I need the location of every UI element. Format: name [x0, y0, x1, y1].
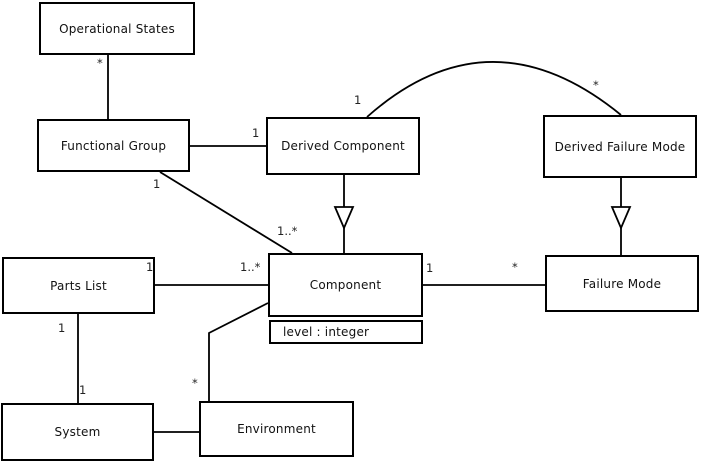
class-parts-list: Parts List: [2, 257, 155, 314]
generalization-derived-failure-mode-failure-mode: [610, 178, 632, 255]
class-label: Functional Group: [60, 138, 167, 153]
class-label: Operational States: [59, 21, 175, 36]
multiplicity-arc-derived-failure-mode-end: *: [593, 78, 599, 92]
attribute-label: level : integer: [283, 325, 370, 339]
association-arc-derived-component-derived-failure-mode: [366, 61, 622, 118]
class-label: Parts List: [50, 278, 107, 293]
class-component-attributes: level : integer: [269, 320, 423, 344]
class-label: System: [54, 425, 101, 439]
class-label: Failure Mode: [582, 276, 662, 291]
generalization-triangle-icon: [610, 206, 632, 231]
multiplicity-derived-component-end: 1: [252, 126, 260, 140]
class-label: Component: [309, 278, 382, 292]
class-label: Environment: [237, 422, 316, 436]
class-derived-component: Derived Component: [266, 117, 420, 175]
multiplicity-parts-list-bottom: 1: [58, 321, 66, 335]
generalization-triangle-icon: [333, 206, 355, 231]
class-environment: Environment: [199, 401, 354, 457]
multiplicity-operational-states: *: [97, 56, 103, 70]
association-functional-group-component: [159, 171, 293, 254]
multiplicity-component-end-fm: 1: [426, 261, 434, 275]
generalization-derived-component-component: [333, 175, 355, 253]
class-label: Derived Failure Mode: [554, 139, 686, 154]
multiplicity-functional-group-end: 1: [153, 177, 161, 191]
class-system: System: [1, 403, 154, 461]
multiplicity-component-end-fg: 1..*: [277, 224, 298, 238]
multiplicity-environment-end: *: [192, 376, 198, 390]
association-component-environment: [208, 302, 269, 401]
multiplicity-parts-list-end: 1: [146, 260, 154, 274]
multiplicity-system-end: 1: [79, 383, 87, 397]
class-label: Derived Component: [281, 139, 405, 153]
multiplicity-component-end-pl: 1..*: [240, 260, 261, 274]
class-derived-failure-mode: Derived Failure Mode: [543, 115, 697, 178]
class-operational-states: Operational States: [39, 2, 195, 55]
multiplicity-failure-mode-end: *: [512, 260, 518, 274]
multiplicity-arc-derived-component-end: 1: [354, 93, 362, 107]
class-failure-mode: Failure Mode: [545, 255, 699, 312]
class-functional-group: Functional Group: [37, 119, 190, 172]
class-component: Component: [268, 253, 423, 317]
